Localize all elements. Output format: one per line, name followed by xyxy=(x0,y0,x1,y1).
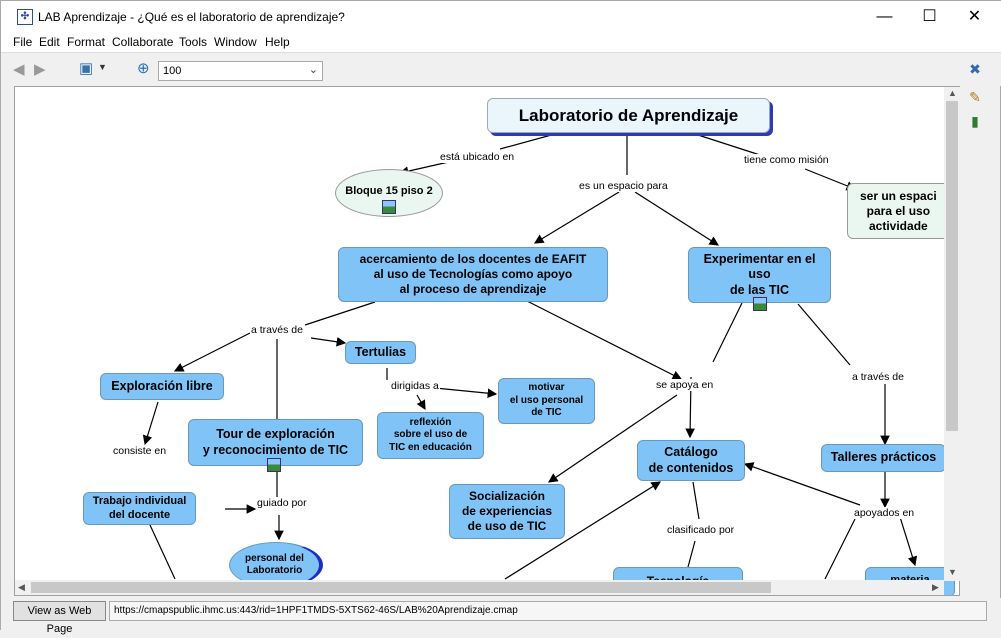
window-title: LAB Aprendizaje - ¿Qué es el laboratorio… xyxy=(38,10,345,24)
link-label-traves-2[interactable]: a través de xyxy=(851,371,905,383)
horizontal-scrollbar[interactable]: ◀ ▶ xyxy=(15,580,944,595)
scroll-up-arrow-icon[interactable]: ▲ xyxy=(948,88,957,98)
link-lines xyxy=(142,133,918,580)
horizontal-scroll-thumb[interactable] xyxy=(31,582,771,593)
concept-tour[interactable]: Tour de exploración y reconocimiento de … xyxy=(188,419,363,466)
status-bar: View as Web Page https://cmapspublic.ihm… xyxy=(1,598,1001,635)
collaboration-icon[interactable]: ✖ xyxy=(969,61,981,77)
scroll-down-arrow-icon[interactable]: ▼ xyxy=(948,567,957,577)
concept-motivar[interactable]: motivar el uso personal de TIC xyxy=(498,378,595,424)
concept-experimentar[interactable]: Experimentar en el uso de las TIC xyxy=(688,247,831,303)
menu-collaborate[interactable]: Collaborate xyxy=(112,35,174,49)
concept-catalogo[interactable]: Catálogo de contenidos xyxy=(637,440,745,481)
menu-tools[interactable]: Tools xyxy=(179,35,208,49)
image-attachment-icon[interactable] xyxy=(382,200,396,214)
concept-espacio[interactable]: ser un espaci para el uso actividade xyxy=(847,183,959,239)
menu-help[interactable]: Help xyxy=(265,35,290,49)
link-label-apoyados[interactable]: apoyados en xyxy=(853,507,916,519)
url-field[interactable]: https://cmapspublic.ihmc.us:443/rid=1HPF… xyxy=(109,601,987,621)
link-label-dirigidas[interactable]: dirigidas a xyxy=(390,380,440,392)
vertical-scroll-thumb[interactable] xyxy=(946,101,958,431)
link-label-guiado[interactable]: guiado por xyxy=(256,497,308,509)
toolbar: ◀ ▶ ▣ ▼ ⊕ 100 ⌄ xyxy=(1,52,1001,86)
link-label-mision[interactable]: tiene como misión xyxy=(743,154,830,166)
vertical-scrollbar[interactable]: ▲ ▼ xyxy=(944,87,960,581)
zoom-select[interactable]: 100 ⌄ xyxy=(158,61,323,81)
menu-window[interactable]: Window xyxy=(214,35,257,49)
concept-talleres[interactable]: Talleres prácticos xyxy=(821,444,946,472)
image-attachment-icon[interactable] xyxy=(753,297,767,311)
scroll-right-arrow-icon[interactable]: ▶ xyxy=(932,582,939,592)
concept-tertulias[interactable]: Tertulias xyxy=(345,341,416,364)
concept-map-canvas[interactable]: Laboratorio de Aprendizaje Bloque 15 pis… xyxy=(14,86,960,596)
pencil-icon[interactable]: ✎ xyxy=(969,89,981,105)
view-as-web-page-button[interactable]: View as Web Page xyxy=(13,601,106,635)
concept-acercamiento[interactable]: acercamiento de los docentes de EAFIT al… xyxy=(338,247,608,302)
view-options-icon[interactable]: ▣ xyxy=(79,60,94,77)
concept-reflexion[interactable]: reflexión sobre el uso de TIC en educaci… xyxy=(377,412,484,459)
back-arrow-icon[interactable]: ◀ xyxy=(13,61,25,78)
link-label-traves-1[interactable]: a través de xyxy=(250,324,304,336)
book-icon[interactable]: ▮ xyxy=(971,113,979,129)
link-label-espacio-para[interactable]: es un espacio para xyxy=(578,180,669,192)
chevron-down-icon[interactable]: ▼ xyxy=(98,62,107,72)
concept-trabajo[interactable]: Trabajo individual del docente xyxy=(83,492,196,525)
zoom-icon[interactable]: ⊕ xyxy=(137,60,150,77)
close-button[interactable]: ✕ xyxy=(967,8,982,25)
minimize-button[interactable]: — xyxy=(876,8,893,25)
zoom-value: 100 xyxy=(163,65,182,77)
menu-format[interactable]: Format xyxy=(67,35,106,49)
link-label-clasificado[interactable]: clasificado por xyxy=(666,524,736,536)
concept-socializacion[interactable]: Socialización de experiencias de uso de … xyxy=(449,484,565,539)
concept-exploracion[interactable]: Exploración libre xyxy=(100,373,224,400)
maximize-button[interactable]: ☐ xyxy=(922,8,937,25)
menu-edit[interactable]: Edit xyxy=(39,35,60,49)
title-bar: ✣ LAB Aprendizaje - ¿Qué es el laborator… xyxy=(1,1,1001,33)
link-label-apoya[interactable]: se apoya en xyxy=(655,379,715,391)
zoom-dropdown-chevron-icon[interactable]: ⌄ xyxy=(308,64,318,76)
menu-bar: File Edit Format Collaborate Tools Windo… xyxy=(1,33,1001,52)
image-attachment-icon[interactable] xyxy=(267,458,281,472)
scroll-left-arrow-icon[interactable]: ◀ xyxy=(18,582,25,592)
concept-root[interactable]: Laboratorio de Aprendizaje xyxy=(487,98,770,133)
menu-file[interactable]: File xyxy=(13,35,33,49)
forward-arrow-icon[interactable]: ▶ xyxy=(34,61,46,78)
link-label-consiste[interactable]: consiste en xyxy=(112,445,168,457)
link-label-ubicado[interactable]: está ubicado en xyxy=(439,151,516,163)
cmap-app-icon: ✣ xyxy=(17,9,33,25)
